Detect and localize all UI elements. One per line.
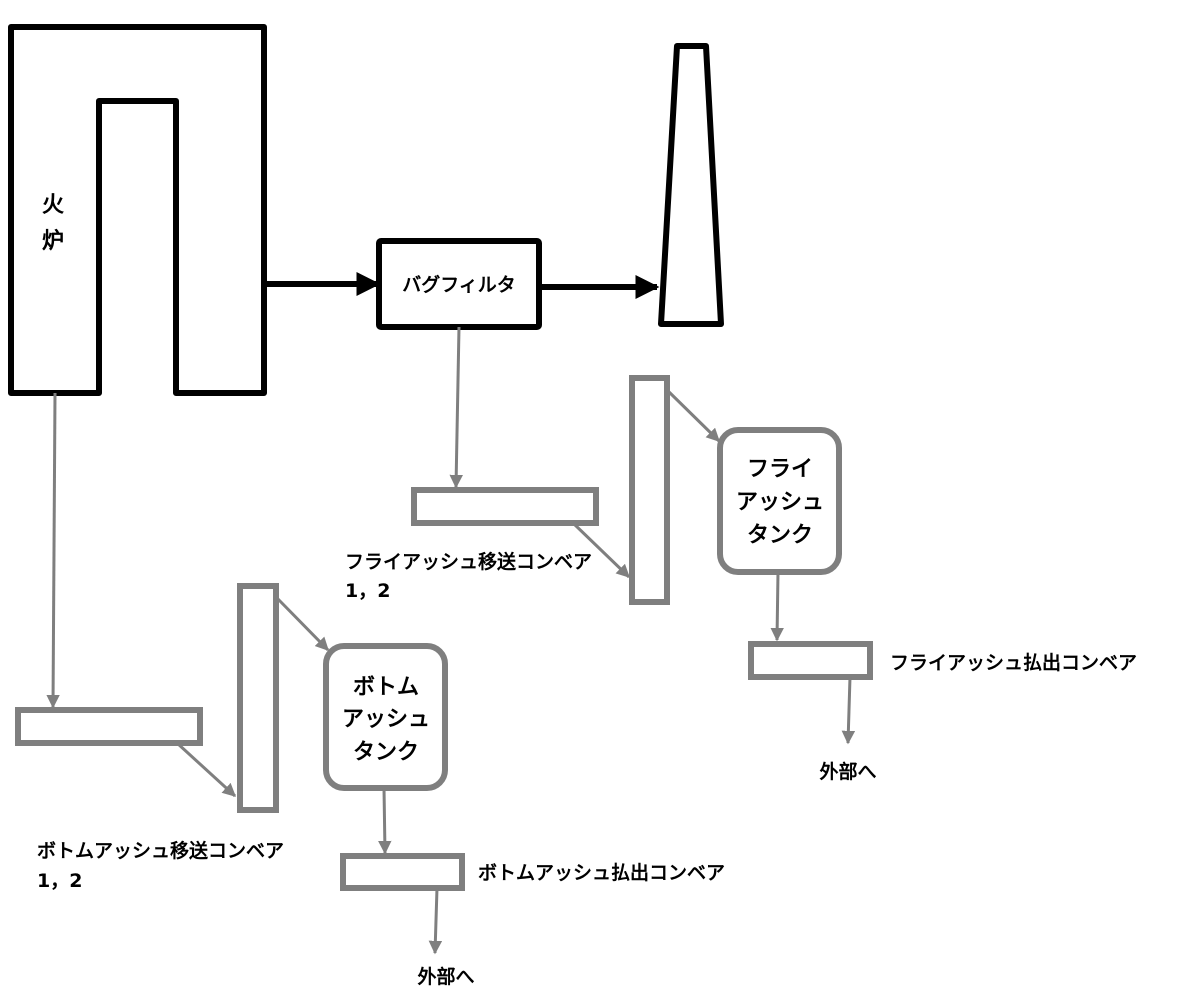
fly-ash-transfer-conveyor-label-1: フライアッシュ移送コンベア bbox=[345, 550, 592, 573]
fly-ash-discharge-conveyor bbox=[748, 641, 873, 680]
fly-ash-transfer-conveyor-label-2: 1，2 bbox=[345, 580, 390, 602]
fly-ash-tank-label-3: タンク bbox=[747, 523, 813, 548]
bottom-ash-outlet-label: 外部へ bbox=[417, 965, 474, 988]
bottom-ash-arrow-to-discharge-conveyor bbox=[378, 787, 392, 855]
bottom-ash-transfer-conveyor-2 bbox=[237, 583, 279, 813]
fly-ash-arrow-to-outside bbox=[841, 676, 856, 745]
fly-ash-tank-label-1: フライ bbox=[747, 457, 813, 482]
bag-filter-label: バグフィルタ bbox=[402, 273, 516, 296]
fly-ash-transfer-conveyor-2 bbox=[629, 375, 670, 605]
bottom-ash-tank-label-1: ボトム bbox=[353, 675, 419, 700]
bottom-ash-arrow-conveyor-1-to-2 bbox=[175, 741, 237, 798]
fly-ash-tank-label-2: アッシュ bbox=[736, 490, 824, 515]
fly-ash-arrow-conveyor-1-to-2 bbox=[571, 521, 631, 579]
fly-ash-transfer-conveyor-1 bbox=[411, 487, 599, 526]
furnace-label-1: 火 bbox=[42, 193, 64, 218]
bottom-ash-arrow-to-outside bbox=[428, 887, 443, 955]
fly-ash-discharge-conveyor-label: フライアッシュ払出コンベア bbox=[890, 651, 1137, 674]
fly-ash-arrow-to-tank bbox=[665, 388, 721, 443]
bottom-ash-arrow-to-transfer-conveyor bbox=[46, 392, 60, 709]
bottom-ash-discharge-conveyor-label: ボトムアッシュ払出コンベア bbox=[478, 861, 725, 884]
bottom-ash-discharge-conveyor bbox=[340, 853, 465, 891]
bottom-ash-transfer-conveyor-label-2: 1，2 bbox=[37, 870, 82, 892]
bottom-ash-transfer-conveyor-1 bbox=[15, 707, 203, 746]
fly-ash-outlet-label: 外部へ bbox=[819, 760, 876, 783]
fly-ash-arrow-to-transfer-conveyor bbox=[449, 326, 463, 489]
bottom-ash-transfer-conveyor-label-1: ボトムアッシュ移送コンベア bbox=[37, 839, 284, 862]
stack-chimney bbox=[658, 43, 724, 327]
fly-ash-tank bbox=[717, 427, 842, 575]
bottom-ash-arrow-to-tank bbox=[274, 595, 330, 652]
bottom-ash-tank-label-3: タンク bbox=[353, 740, 419, 765]
furnace-label-2: 炉 bbox=[42, 229, 64, 254]
fly-ash-arrow-to-discharge-conveyor bbox=[770, 571, 784, 642]
furnace-outline bbox=[8, 24, 267, 396]
bottom-ash-tank-label-2: アッシュ bbox=[342, 707, 430, 732]
